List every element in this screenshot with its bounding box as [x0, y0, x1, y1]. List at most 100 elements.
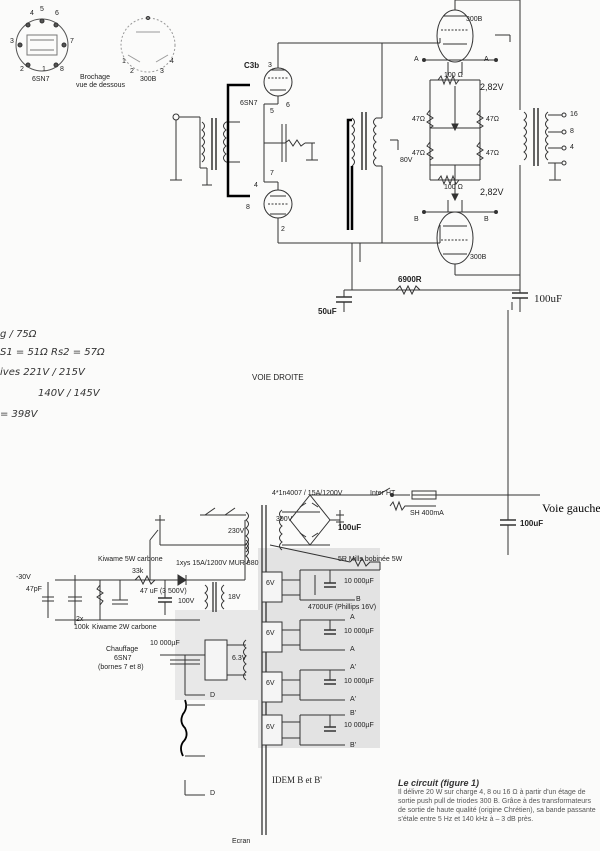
self-label: 5R Mills bobinée 5W: [338, 556, 403, 563]
kiwame-top-label: Kiwame 5W carbone: [98, 556, 163, 563]
pin-label-8: 8: [246, 204, 250, 211]
kiwame-bottom-label: Kiwame 2W carbone: [92, 624, 157, 631]
v-top-label: 2,82V: [480, 82, 504, 92]
out-16: 16: [570, 111, 578, 118]
diode-label: 1xys 15A/1200V MUR 880: [176, 560, 259, 567]
v-230-label: 230V: [228, 528, 245, 535]
v-80-label: 80V: [400, 157, 413, 164]
r-2x-label: 2x: [76, 616, 84, 623]
node-b-right: B: [484, 216, 489, 223]
note-line-5: = 398V: [0, 409, 38, 420]
note-line-3: ives 221V / 215V: [0, 367, 85, 378]
caption-title: Le circuit (figure 1): [398, 778, 480, 788]
caption-body: Il délivre 20 W sur charge 4, 8 ou 16 Ω …: [398, 789, 596, 823]
psu-bias: [42, 520, 245, 625]
pinout-300b-label: 300B: [140, 76, 157, 83]
tube-left-label: 6SN7: [240, 100, 258, 107]
voie-droite-label: VOIE DROITE: [252, 373, 304, 382]
c-4700-label: 4700UF (Phillips 16V): [308, 604, 377, 611]
label-b-prime-low: B': [350, 742, 357, 749]
v-63-label: 6.3V: [232, 655, 247, 662]
pin-5: 5: [40, 6, 44, 13]
pin-label-4: 4: [254, 182, 258, 189]
c-10000-ch-label: 10 000µF: [150, 640, 180, 647]
v-6-a-label: 6V: [266, 580, 275, 587]
driver-stage: [170, 43, 382, 243]
idem-label: IDEM B et B': [272, 775, 322, 785]
pin-6: 6: [55, 10, 59, 17]
note-line-1: g / 75Ω: [0, 329, 37, 340]
tube-top-300b-label: 300B: [466, 16, 483, 23]
label-a: A: [350, 614, 355, 621]
pinout-6sn7-label: 6SN7: [32, 76, 50, 83]
r-6900-label: 6900R: [398, 275, 422, 284]
chauffage-label-2: 6SN7: [114, 655, 132, 662]
v-6-b-label: 6V: [266, 630, 275, 637]
c-100-psu-label: 100uF: [338, 523, 362, 532]
label-a-low: A: [350, 646, 355, 653]
node-a-right: A: [484, 56, 489, 63]
node-b-left: B: [414, 216, 419, 223]
tube-bottom-300b-label: 300B: [470, 254, 487, 261]
neg-30-label: -30V: [16, 574, 31, 581]
node-d-top: D: [210, 692, 216, 699]
pin-4: 4: [30, 10, 34, 17]
pin-label-5: 5: [270, 108, 274, 115]
pin-8: 8: [60, 66, 64, 73]
ht-filter: [336, 262, 528, 500]
psu-heaters: [160, 545, 380, 795]
r-100-top: 100 Ω: [444, 72, 463, 79]
node-a-left: A: [414, 56, 419, 63]
r-47-4: 47Ω: [486, 150, 500, 157]
c-10000-1-label: 10 000µF: [344, 578, 374, 585]
r-47-3: 47Ω: [412, 150, 426, 157]
inter-ht-label: Inter HT: [370, 490, 396, 497]
c-10000-3-label: 10 000µF: [344, 678, 374, 685]
v-bottom-label: 2,82V: [480, 187, 504, 197]
label-b: B: [356, 596, 361, 603]
c-47-label: 47 uF (3 500V): [140, 588, 187, 595]
v-100-label: 100V: [178, 598, 195, 605]
fuse-label: SH 400mA: [410, 510, 444, 517]
pin-1: 1: [42, 66, 46, 73]
pin-7: 7: [70, 38, 74, 45]
pin-b-4: 4: [170, 58, 174, 65]
r-100k-label: 100k: [74, 624, 90, 631]
output-stage: [423, 0, 567, 275]
voie-gauche-label: Voie gauche: [542, 501, 600, 515]
pin-label-3: 3: [268, 62, 272, 69]
r-33k-label: 33k: [132, 568, 144, 575]
bridge-label: 4*1n4007 / 15A/1200V: [272, 490, 343, 497]
v-6-d-label: 6V: [266, 724, 275, 731]
c-100-label: 100uF: [534, 293, 563, 305]
label-a-prime: A': [350, 664, 357, 671]
node-d-bottom: D: [210, 790, 216, 797]
c-10000-2-label: 10 000µF: [344, 628, 374, 635]
pinout-300b: [121, 17, 175, 73]
note-line-2: S1 = 51Ω Rs2 = 57Ω: [0, 347, 105, 358]
pin-b-2: 2: [130, 68, 134, 75]
pin-label-6: 6: [286, 102, 290, 109]
r-100-bottom: 100 Ω: [444, 184, 463, 191]
brochage-label: Brochage: [80, 74, 110, 81]
pinout-6sn7: [16, 19, 68, 71]
v-6-c-label: 6V: [266, 680, 275, 687]
c-100-right-label: 100uF: [520, 519, 544, 528]
chauffage-label-1: Chauffage: [106, 646, 139, 653]
ecran-label: Ecran: [232, 838, 251, 845]
c-50-label: 50uF: [318, 307, 337, 316]
out-4: 4: [570, 144, 574, 151]
brochage-sub-label: vue de dessous: [76, 82, 126, 89]
pin-b-3: 3: [160, 68, 164, 75]
c-10000-4-label: 10 000µF: [344, 722, 374, 729]
label-a-prime-low: A': [350, 696, 357, 703]
r-47-1: 47Ω: [412, 116, 426, 123]
v-18-label: 18V: [228, 594, 241, 601]
note-line-4: 140V / 145V: [38, 388, 100, 399]
psu-top: [155, 488, 540, 835]
out-8: 8: [570, 128, 574, 135]
c-47pf-label: 47pF: [26, 586, 42, 593]
pin-3: 3: [10, 38, 14, 45]
